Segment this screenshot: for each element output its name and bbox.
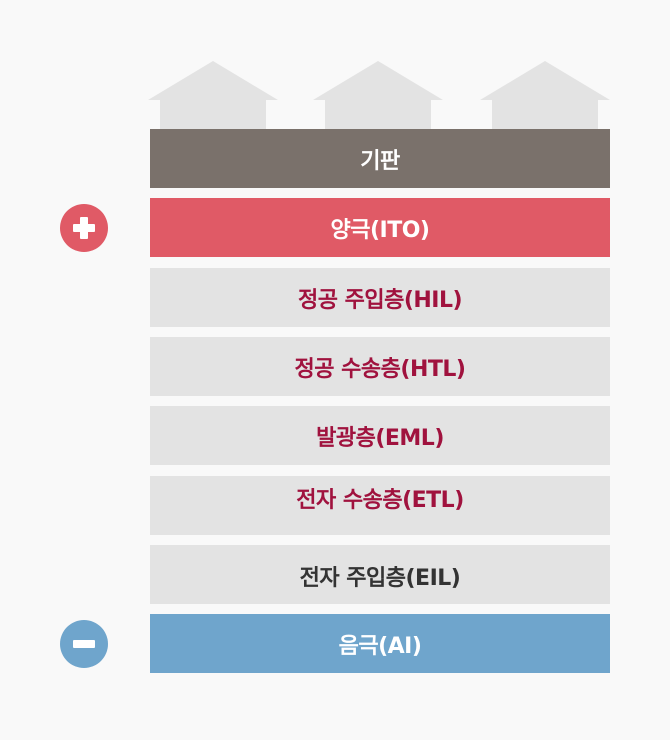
layer-electron-transport-label: 전자 수송층(ETL) <box>296 487 464 513</box>
layer-hole-injection-label: 정공 주입층(HIL) <box>297 287 463 313</box>
layer-cathode-label: 음극(AI) <box>338 633 422 659</box>
layer-emission: 발광층(EML) <box>150 406 610 465</box>
house-icon <box>148 61 278 130</box>
layer-anode-label: 양극(ITO) <box>330 217 430 243</box>
house-icons-row <box>148 61 610 130</box>
minus-icon <box>60 620 108 668</box>
layer-substrate-label: 기판 <box>360 148 400 174</box>
layer-cathode: 음극(AI) <box>150 614 610 673</box>
layer-emission-label: 발광층(EML) <box>316 425 444 451</box>
layer-hole-injection: 정공 주입층(HIL) <box>150 268 610 327</box>
layer-substrate: 기판 <box>150 129 610 188</box>
house-icon <box>480 61 610 130</box>
layer-hole-transport: 정공 수송층(HTL) <box>150 337 610 396</box>
layer-hole-transport-label: 정공 수송층(HTL) <box>294 356 466 382</box>
layer-electron-injection-label: 전자 주입층(EIL) <box>299 565 461 591</box>
house-icon <box>313 61 443 130</box>
plus-icon <box>60 204 108 252</box>
layer-electron-injection: 전자 주입층(EIL) <box>150 545 610 604</box>
layer-anode: 양극(ITO) <box>150 198 610 257</box>
layer-electron-transport: 전자 수송층(ETL) <box>150 476 610 535</box>
